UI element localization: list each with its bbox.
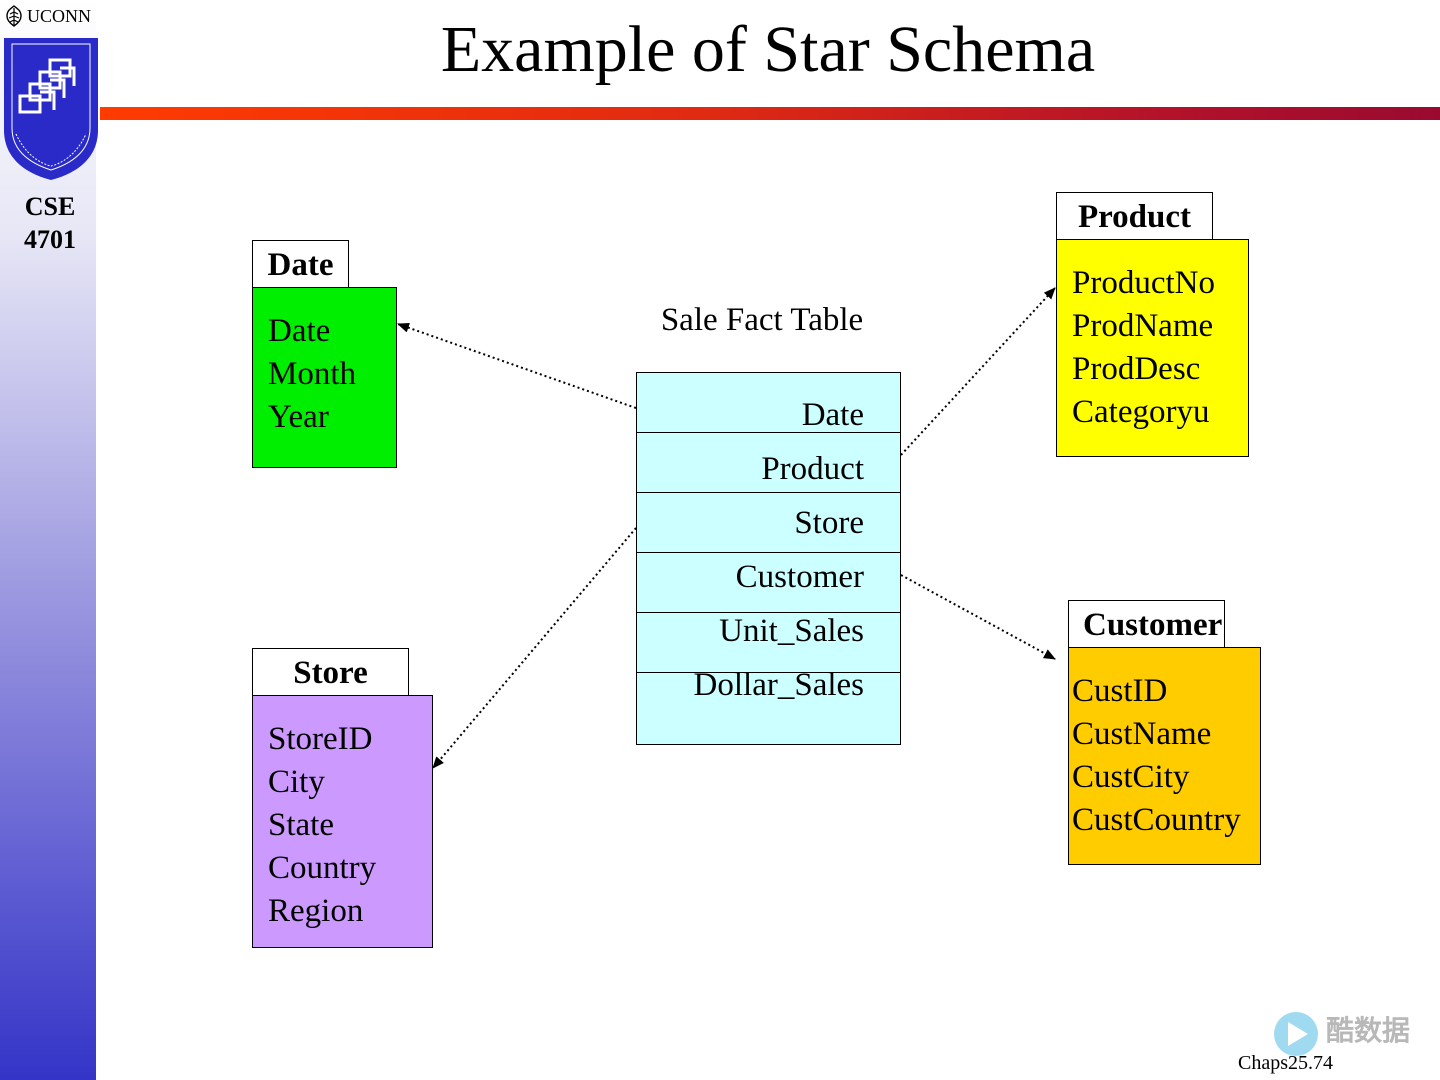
fact-row-divider	[637, 432, 900, 433]
uconn-header: UCONN	[4, 4, 91, 28]
date-dimension-table: Date Month Year	[252, 287, 397, 468]
fact-field: Unit_Sales	[719, 613, 864, 649]
watermark-logo: 酷数据	[1274, 1012, 1410, 1056]
store-field: Country	[268, 850, 377, 886]
customer-field: CustCity	[1072, 759, 1190, 795]
product-dimension-tab: Product	[1056, 192, 1213, 240]
date-field: Month	[268, 356, 357, 392]
customer-dimension-tab: Customer	[1068, 600, 1225, 648]
customer-field: CustName	[1072, 716, 1212, 752]
arrow-fact-to-product	[900, 287, 1056, 456]
product-field: ProdDesc	[1072, 351, 1201, 387]
customer-field: CustCountry	[1072, 802, 1241, 838]
fact-table-label: Sale Fact Table	[660, 302, 864, 338]
course-subject: CSE	[24, 192, 76, 221]
store-field: Region	[268, 893, 364, 929]
sidebar	[0, 0, 96, 1080]
fact-field: Product	[761, 451, 864, 487]
cse-department-logo	[4, 38, 98, 180]
arrow-fact-to-customer	[900, 574, 1056, 660]
product-field: Categoryu	[1072, 394, 1210, 430]
watermark-text: 酷数据	[1326, 1014, 1410, 1047]
product-field: ProductNo	[1072, 265, 1215, 301]
fact-row-divider	[637, 612, 900, 613]
date-field: Date	[268, 313, 331, 349]
sale-fact-table: Date Product Store Customer Unit_Sales D…	[636, 372, 901, 745]
date-dimension-tab: Date	[252, 240, 349, 288]
arrow-fact-to-date	[397, 322, 637, 409]
fact-row-divider	[637, 552, 900, 553]
date-field: Year	[268, 399, 329, 435]
title-rule	[100, 107, 1440, 120]
page-footer: Chaps25.74	[1238, 1052, 1333, 1074]
store-dimension-table: StoreID City State Country Region	[252, 695, 433, 948]
fact-field: Date	[801, 397, 864, 433]
slide-title: Example of Star Schema	[440, 13, 1096, 86]
course-number: 4701	[24, 225, 76, 254]
product-dimension-table: ProductNo ProdName ProdDesc Categoryu	[1056, 239, 1249, 457]
fact-row-divider	[637, 492, 900, 493]
fact-row-divider	[637, 672, 900, 673]
oak-leaf-icon	[6, 5, 22, 27]
arrow-fact-to-store	[432, 527, 637, 769]
fact-field: Dollar_Sales	[693, 667, 864, 703]
store-field: City	[268, 764, 325, 800]
course-code: CSE 4701	[0, 190, 100, 256]
uconn-label: UCONN	[27, 5, 92, 26]
store-dimension-tab: Store	[252, 648, 409, 696]
customer-dimension-table: CustID CustName CustCity CustCountry	[1068, 647, 1261, 865]
store-field: StoreID	[268, 721, 373, 757]
fact-field: Store	[794, 505, 864, 541]
product-field: ProdName	[1072, 308, 1214, 344]
store-field: State	[268, 807, 334, 843]
fact-field: Customer	[735, 559, 864, 595]
customer-field: CustID	[1072, 673, 1168, 709]
